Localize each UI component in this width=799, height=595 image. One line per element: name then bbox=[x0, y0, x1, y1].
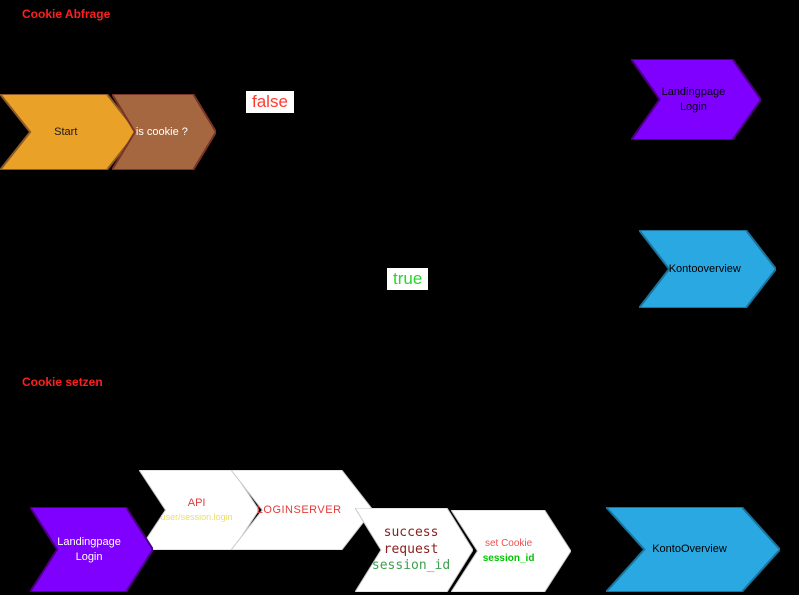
chevron-shape bbox=[0, 94, 137, 170]
set-cookie-label: set Cookie bbox=[484, 538, 533, 549]
landingpage-bottom-line1: Landingpage bbox=[57, 536, 121, 549]
chevron-shape bbox=[231, 470, 373, 550]
api-node: API user/session.login bbox=[139, 470, 259, 550]
set-cookie-session-id: session_id bbox=[482, 553, 535, 564]
api-endpoint: user/session.login bbox=[160, 512, 233, 523]
true-branch-label: true bbox=[387, 268, 429, 290]
is-cookie-label: is cookie ? bbox=[135, 125, 188, 138]
kontooverview-bottom-label: KontoOverview bbox=[652, 543, 727, 556]
success-request-node: success request session_id bbox=[355, 508, 473, 592]
chevron-shape bbox=[30, 507, 153, 592]
chevron-shape bbox=[112, 94, 216, 170]
is-cookie-decision-node: is cookie ? bbox=[112, 94, 216, 170]
section-heading-cookie-abfrage: Cookie Abfrage bbox=[22, 7, 111, 21]
start-node: Start bbox=[0, 94, 137, 170]
kontooverview-right-label: Kontooverview bbox=[668, 262, 741, 275]
landingpage-login-node-top: Landingpage Login bbox=[631, 59, 761, 140]
false-branch-label: false bbox=[246, 91, 294, 113]
landingpage-login-node-bottom: Landingpage Login bbox=[30, 507, 153, 592]
success-line2: request bbox=[383, 541, 439, 557]
chevron-shape bbox=[631, 59, 761, 140]
set-cookie-node: set Cookie session_id bbox=[451, 510, 571, 592]
section-heading-cookie-setzen: Cookie setzen bbox=[22, 375, 103, 389]
chevron-shape bbox=[606, 507, 780, 592]
api-title: API bbox=[187, 497, 206, 509]
chevron-shape bbox=[355, 508, 473, 592]
start-label: Start bbox=[54, 125, 78, 138]
landingpage-bottom-line2: Login bbox=[75, 550, 103, 563]
chevron-shape bbox=[451, 510, 571, 592]
chevron-shape bbox=[139, 470, 259, 550]
kontooverview-node-right: Kontooverview bbox=[639, 230, 776, 308]
landingpage-top-line2: Login bbox=[679, 100, 707, 113]
kontooverview-node-bottom: KontoOverview bbox=[606, 507, 780, 592]
success-session-id: session_id bbox=[371, 558, 451, 574]
success-line1: success bbox=[383, 524, 439, 540]
chevron-shape bbox=[639, 230, 776, 308]
loginserver-label: LOGINSERVER bbox=[256, 503, 342, 516]
loginserver-node: LOGINSERVER bbox=[231, 470, 373, 550]
landingpage-top-line1: Landingpage bbox=[661, 86, 726, 99]
